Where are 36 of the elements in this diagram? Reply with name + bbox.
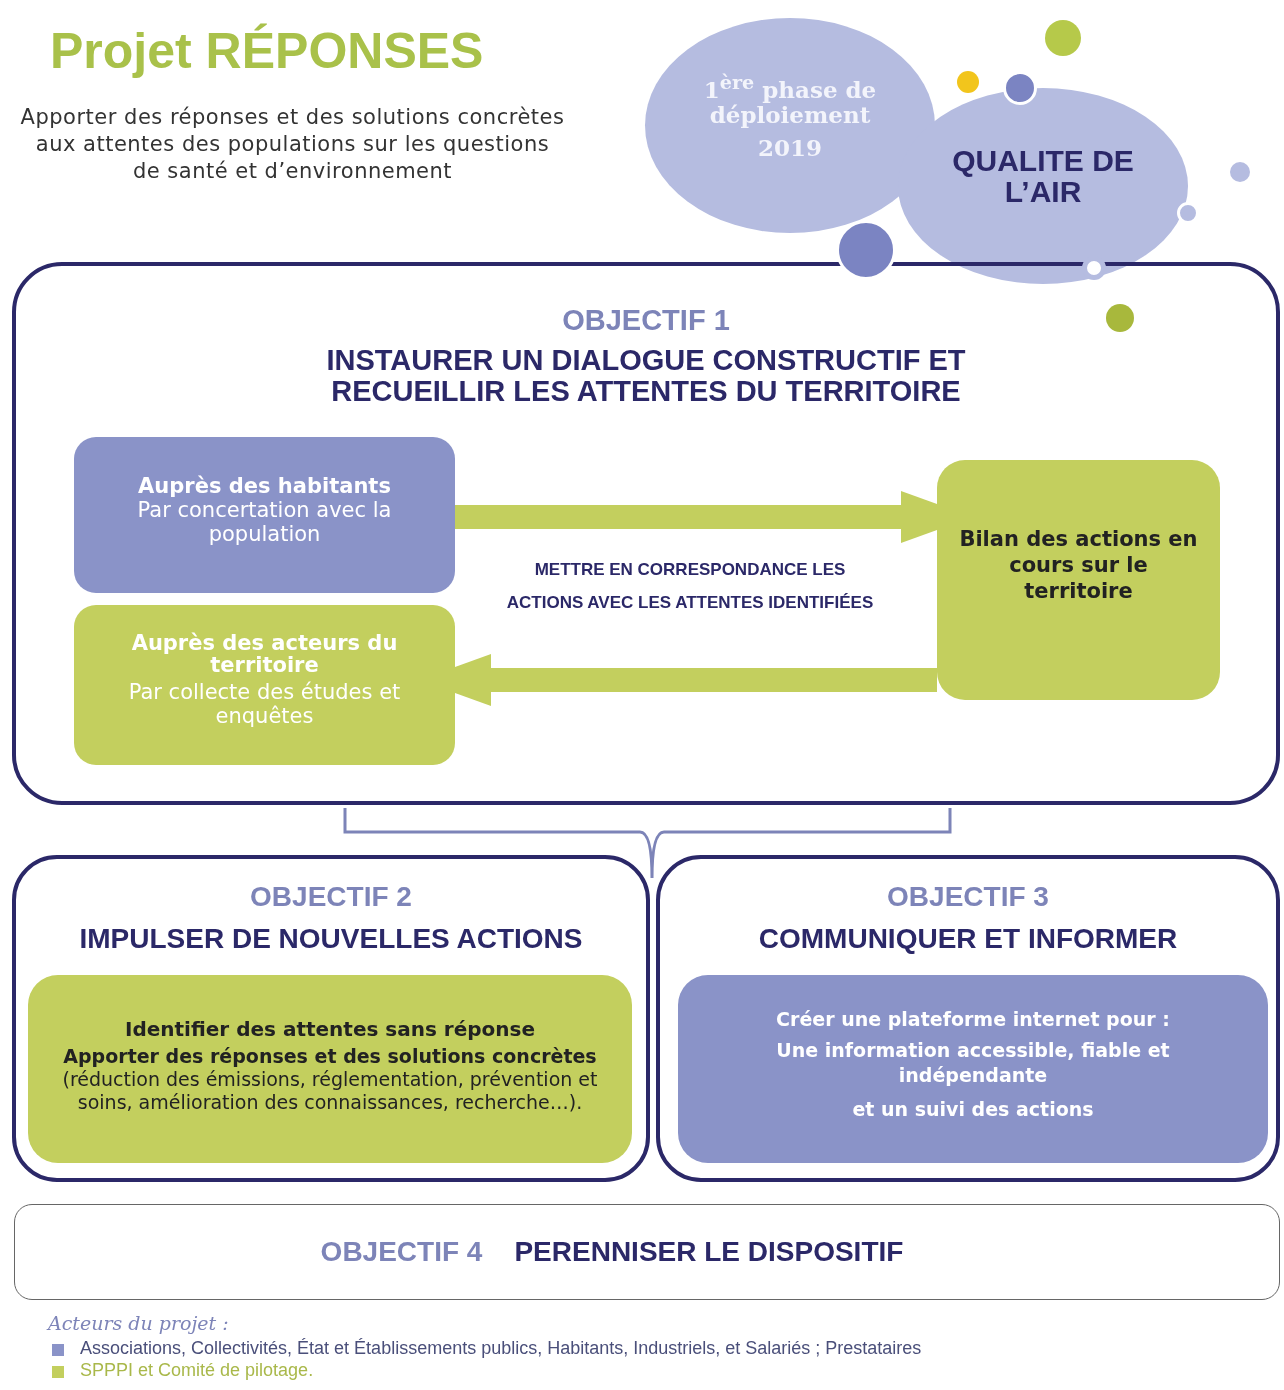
objective-panel [656, 855, 1280, 1182]
box-text: Une information accessible, fiable et indépendante [775, 1038, 1171, 1088]
box-heading: Auprès des acteurs du territoire [130, 632, 399, 676]
objective-title: IMPULSER DE NOUVELLES ACTIONS [79, 923, 583, 955]
box-text: et un suivi des actions [852, 1098, 1094, 1120]
circle-text: QUALITE DE L’AIR [951, 145, 1135, 207]
objective-panel [14, 1204, 1280, 1300]
subtitle: Apporter des réponses et des solutions concrètes aux attentes des populations sur les questions de santé et d’environnement [20, 104, 565, 185]
box-heading: Bilan des actions en cours sur le territoire [958, 526, 1199, 604]
box-text: Par collecte des études et enquêtes [127, 680, 402, 728]
objective-panel [12, 262, 1280, 805]
box-text: Apporter des réponses et des solutions concrètes (réduction des émissions, réglementation, prévention et soins, amélioration des connaissances, recherche…). [61, 1044, 599, 1114]
legend-heading: Acteurs du projet : [48, 1312, 229, 1334]
objective-number: OBJECTIF 3 [887, 881, 1049, 913]
box-heading: Créer une plateforme internet pour : [776, 1008, 1170, 1030]
process-box [74, 437, 455, 593]
process-box [937, 460, 1220, 700]
box-heading: Identifier des attentes sans réponse [124, 1016, 536, 1041]
objective-number: OBJECTIF 4 [320, 1236, 483, 1268]
year-text: 2019 [758, 134, 822, 162]
process-box [28, 975, 632, 1163]
legend-text: SPPPI et Comité de pilotage. [80, 1360, 314, 1381]
title: Projet RÉPONSES [50, 22, 484, 80]
connector-note: METTRE EN CORRESPONDANCE LES ACTIONS AVEC LES ATTENTES IDENTIFIÉES [505, 559, 875, 614]
box-heading: Auprès des habitants [138, 474, 391, 498]
objective-title: COMMUNIQUER ET INFORMER [758, 923, 1178, 955]
process-box [74, 605, 455, 765]
objective-number: OBJECTIF 1 [562, 304, 730, 337]
objective-title: INSTAURER UN DIALOGUE CONSTRUCTIF ET RECUEILLIR LES ATTENTES DU TERRITOIRE [325, 345, 967, 407]
objective-panel [12, 855, 650, 1182]
legend-text: Associations, Collectivités, État et Établissements publics, Habitants, Industriels, et Salariés ; Prestataires [80, 1338, 922, 1359]
box-text: Par concertation avec la population [136, 498, 393, 546]
circle-text: 1$^{ère}$ phase de déploiement [702, 69, 878, 129]
process-box [678, 975, 1268, 1163]
objective-number: OBJECTIF 2 [250, 881, 412, 913]
objective-title: PERENNISER LE DISPOSITIF [514, 1236, 904, 1268]
